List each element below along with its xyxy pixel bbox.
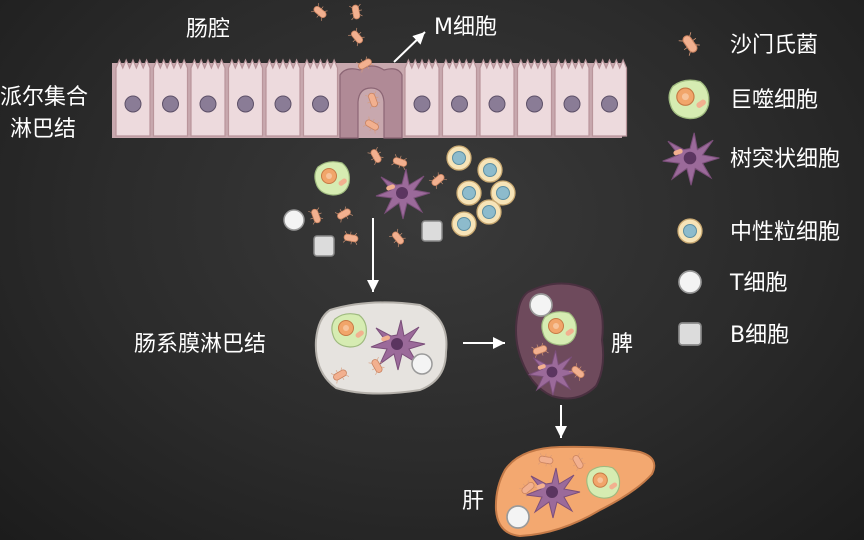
cell-nucleus	[162, 95, 179, 113]
b-cell-icon	[678, 322, 702, 346]
legend-item-dendritic: 树突状细胞	[662, 132, 840, 186]
salmonella-icon	[334, 204, 354, 224]
macrophage-icon	[314, 161, 350, 196]
salmonella-icon	[366, 146, 386, 166]
epithelial-cell	[227, 58, 264, 137]
t-cell-icon	[506, 505, 530, 529]
salmonella-icon	[307, 206, 325, 226]
cell-nucleus	[199, 95, 217, 113]
spleen	[515, 282, 605, 400]
legend: 沙门氏菌 巨噬细胞 树突状细胞 中性粒细胞 T细胞 B细胞	[662, 31, 840, 348]
t-cell-icon	[529, 293, 553, 317]
m-cell	[339, 65, 403, 139]
m-cell-pointer	[393, 31, 426, 63]
neutrophil-icon	[476, 199, 502, 225]
salmonella-icon	[390, 153, 410, 171]
neutrophil-icon	[677, 218, 703, 244]
macrophage-icon	[668, 79, 710, 120]
t-cell-icon	[678, 270, 702, 294]
salmonella-icon	[347, 27, 367, 47]
epithelial-cell	[265, 58, 301, 137]
peyers-patch-label-line2: 淋巴结	[10, 117, 76, 142]
lumen-label: 肠腔	[186, 17, 230, 42]
salmonella-icon	[310, 2, 330, 22]
salmonella-icon	[348, 3, 364, 21]
salmonella-icon	[342, 230, 360, 246]
epithelial-cell	[591, 58, 628, 137]
salmonella-icon	[388, 228, 408, 248]
macrophage-icon	[541, 311, 577, 346]
macrophage-icon	[586, 465, 621, 499]
cell-nucleus	[274, 95, 292, 113]
legend-label: 巨噬细胞	[730, 88, 818, 113]
dendritic-cell-icon	[662, 132, 720, 186]
neutrophil-icon	[446, 145, 472, 171]
m-cell-label: M细胞	[434, 15, 497, 40]
cell-nucleus	[601, 95, 618, 113]
b-cell-icon	[421, 220, 443, 242]
legend-label: 树突状细胞	[730, 147, 840, 172]
legend-item-t-cell: T细胞	[678, 270, 787, 296]
t-cell-icon	[283, 209, 305, 231]
mesenteric-lymph-node	[314, 301, 448, 395]
legend-item-neutrophil: 中性粒细胞	[677, 218, 840, 245]
legend-label: B细胞	[730, 323, 789, 348]
epithelial-cell	[302, 58, 339, 137]
mesenteric-ln-label: 肠系膜淋巴结	[134, 332, 266, 357]
macrophage-icon	[331, 313, 367, 348]
legend-item-macrophage: 巨噬细胞	[668, 79, 818, 120]
dendritic-cell-icon	[375, 168, 431, 220]
cell-nucleus	[488, 95, 506, 113]
epithelial-cell	[115, 58, 151, 137]
salmonella-icon	[428, 170, 448, 190]
peyers-patch-label-line1: 派尔集合	[0, 85, 88, 110]
t-cell-icon	[411, 353, 433, 375]
epithelial-cell	[479, 58, 515, 137]
liver	[494, 445, 656, 538]
cell-nucleus	[563, 95, 581, 113]
epithelial-cell	[516, 58, 553, 137]
salmonella-icon	[677, 31, 703, 57]
epithelial-cell	[441, 58, 478, 137]
neutrophil-icon	[477, 157, 503, 183]
legend-item-salmonella: 沙门氏菌	[677, 31, 818, 58]
epithelial-cell	[190, 58, 226, 137]
cell-nucleus	[526, 95, 543, 113]
legend-item-b-cell: B细胞	[678, 322, 789, 348]
cell-nucleus	[237, 95, 254, 113]
neutrophil-icon	[451, 211, 477, 237]
neutrophil-icon	[456, 180, 482, 206]
epithelial-cell	[404, 58, 440, 137]
b-cell-icon	[313, 235, 335, 257]
submucosa-cells	[283, 145, 516, 257]
legend-label: T细胞	[729, 271, 787, 296]
cell-nucleus	[124, 95, 142, 113]
cell-nucleus	[413, 95, 431, 113]
cell-nucleus	[451, 95, 468, 113]
legend-label: 沙门氏菌	[730, 33, 818, 58]
epithelial-cell	[152, 58, 189, 137]
liver-label: 肝	[462, 489, 484, 514]
spleen-label: 脾	[611, 332, 633, 357]
cell-nucleus	[312, 95, 329, 113]
legend-label: 中性粒细胞	[730, 220, 840, 245]
epithelial-cell	[554, 58, 590, 137]
